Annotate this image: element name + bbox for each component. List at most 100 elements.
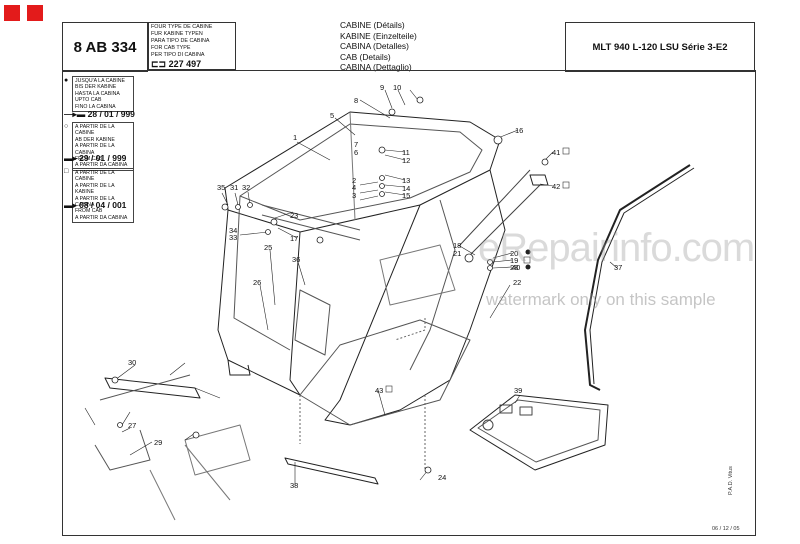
fastener bbox=[235, 204, 241, 210]
serial-date: —▸▬ 28 / 01 / 999 bbox=[64, 109, 135, 119]
diagram-frame bbox=[62, 70, 756, 536]
cab-floor bbox=[299, 319, 471, 426]
red-marker-1 bbox=[4, 5, 20, 21]
footer-date: 06 / 12 / 05 bbox=[712, 526, 740, 532]
footer-side-code: P.A.D. Vitus bbox=[728, 466, 734, 495]
note-line: BIS DER KABINE bbox=[75, 84, 117, 91]
title-de: KABINE (Einzelteile) bbox=[340, 30, 417, 41]
part-label: 13 bbox=[402, 176, 410, 185]
cab-rear-post bbox=[217, 209, 301, 396]
part-label: 2 bbox=[352, 176, 356, 185]
filled-dot-icon: ● bbox=[64, 77, 69, 84]
note-line: A PARTIR DE LA CABINA bbox=[75, 143, 115, 156]
part-label: 36 bbox=[292, 255, 300, 264]
part-label: 5 bbox=[330, 111, 334, 120]
open-square-icon bbox=[523, 256, 531, 264]
cab-right-frame bbox=[349, 169, 506, 426]
fastener bbox=[117, 422, 123, 428]
part-label: 29 bbox=[154, 438, 162, 447]
fastener bbox=[493, 135, 503, 145]
part-label: 19 bbox=[510, 256, 518, 265]
type-line: PARA TIPO DE CABINA bbox=[151, 38, 210, 44]
fastener bbox=[388, 108, 396, 116]
part-label: 11 bbox=[402, 148, 410, 157]
cab-front-left-post bbox=[289, 231, 301, 396]
title-es: CABINA (Detalles) bbox=[340, 41, 409, 51]
window-seal bbox=[584, 164, 691, 391]
note-line: A PARTIR DE LA CABINA bbox=[75, 195, 115, 209]
part-label: 16 bbox=[515, 126, 523, 135]
open-square-icon bbox=[562, 147, 570, 155]
open-circle-icon: ○ bbox=[64, 123, 69, 130]
serial-date-value: 08 / 04 / 001 bbox=[79, 200, 127, 210]
handle-bracket bbox=[529, 174, 549, 186]
part-label: 30 bbox=[128, 358, 136, 367]
part-label: 31 bbox=[230, 183, 238, 192]
page-titles: CABINE (Détails) KABINE (Einzelteile) CA… bbox=[340, 20, 417, 73]
watermark-site: eRepairinfo.com bbox=[478, 226, 755, 270]
floor-tray bbox=[469, 394, 609, 471]
part-label: 28 bbox=[510, 263, 518, 272]
fastener bbox=[378, 146, 386, 154]
part-label: 42 bbox=[552, 182, 560, 191]
note-line: AB DER KABINE bbox=[75, 136, 115, 143]
part-labels: 1 2 3 4 5 6 7 8 9 10 11 12 13 14 15 16 1… bbox=[128, 83, 622, 490]
cab-front-post bbox=[324, 204, 421, 426]
note-line: HASTA LA CABINA bbox=[75, 90, 120, 97]
roof-cross-bar bbox=[261, 204, 361, 241]
fastener bbox=[379, 183, 385, 189]
cab-mount-foot bbox=[227, 359, 251, 376]
part-label: 40 bbox=[512, 263, 520, 272]
part-label: 34 bbox=[229, 226, 237, 235]
fastener bbox=[416, 96, 424, 104]
note-line: JUSQU'A LA CABINE bbox=[75, 78, 125, 84]
type-line: PER TIPO DI CABINA bbox=[151, 52, 205, 58]
rear-floor-panel bbox=[379, 244, 456, 306]
part-label: 14 bbox=[402, 184, 410, 193]
fastener bbox=[379, 175, 385, 181]
part-label: 22 bbox=[513, 278, 521, 287]
tray-slot bbox=[519, 406, 533, 416]
note-line: A PARTIR DA CABINA bbox=[75, 162, 128, 169]
fastener bbox=[424, 466, 432, 474]
serial-date: ▬▸ 08 / 04 / 001 bbox=[64, 200, 127, 210]
open-square-icon bbox=[385, 385, 393, 393]
fastener bbox=[541, 158, 549, 166]
part-label: 24 bbox=[438, 473, 446, 482]
note-line: A PARTIR DE LA CABINE bbox=[75, 170, 115, 183]
serial-date: ▬▸ 29 / 01 / 999 bbox=[64, 153, 127, 163]
model-name: MLT 940 L-120 LSU Série 3-E2 bbox=[565, 22, 755, 72]
part-label: 6 bbox=[354, 148, 358, 157]
cab-side-frame bbox=[233, 195, 291, 351]
roof-support bbox=[349, 111, 356, 221]
note-line: UPTO CAB bbox=[75, 97, 102, 104]
fastener bbox=[270, 218, 278, 226]
part-label: 20 bbox=[510, 249, 518, 258]
seal-strip bbox=[284, 457, 379, 485]
part-label: 32 bbox=[242, 183, 250, 192]
note-line: A PARTIR DA CABINA bbox=[75, 214, 128, 221]
part-label: 38 bbox=[290, 481, 298, 490]
part-label: 41 bbox=[552, 148, 560, 157]
cab-type-box: FOUR TYPE DE CABINE FUR KABINE TYPEN PAR… bbox=[148, 22, 236, 70]
part-label: 18 bbox=[453, 241, 461, 250]
part-label: 26 bbox=[253, 278, 261, 287]
serial-date-value: 29 / 01 / 999 bbox=[79, 153, 127, 163]
detail-lines bbox=[149, 444, 231, 521]
type-line: FUR KABINE TYPEN bbox=[151, 31, 203, 37]
open-square-icon: □ bbox=[64, 168, 69, 175]
part-label: 3 bbox=[352, 191, 356, 200]
part-label: 27 bbox=[128, 421, 136, 430]
tray-slot bbox=[499, 404, 513, 414]
note-line: FROM CAB bbox=[75, 208, 103, 215]
title-en: CAB (Details) bbox=[340, 51, 391, 62]
part-label: 15 bbox=[402, 191, 410, 200]
fastener bbox=[487, 259, 493, 265]
filled-dot-icon bbox=[525, 249, 531, 255]
fastener bbox=[192, 431, 200, 439]
serial-date-value: 28 / 01 / 999 bbox=[87, 109, 135, 119]
part-label: 9 bbox=[380, 83, 384, 92]
control-panel bbox=[294, 289, 331, 356]
note-line: FROM CAB bbox=[75, 156, 103, 163]
type-line: FOUR TYPE DE CABINE bbox=[151, 24, 213, 30]
